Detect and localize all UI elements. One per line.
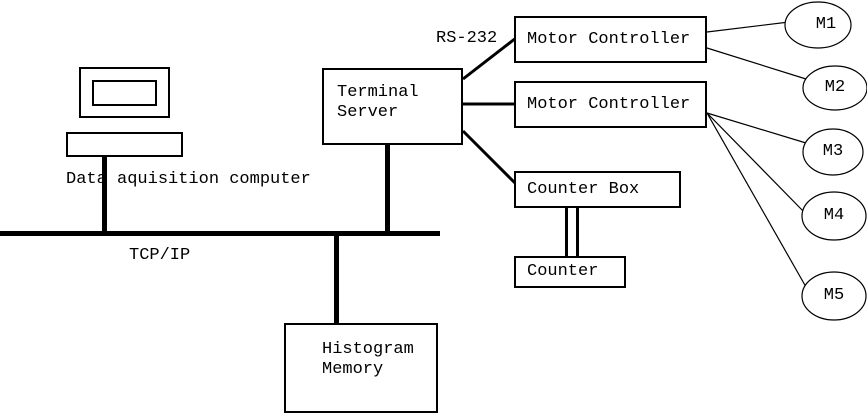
motor-controller-bottom-node: Motor Controller [514, 81, 707, 128]
motor-controller-top-node: Motor Controller [514, 16, 707, 63]
rs232-link-line [462, 36, 517, 81]
histogram-memory-node: Histogram Memory [284, 323, 438, 413]
mc2-to-m5-line [706, 112, 807, 288]
motor-m2-label: M2 [824, 78, 846, 97]
mc1-to-m1-line [706, 21, 790, 33]
terminal-server-node: Terminal Server [322, 68, 463, 145]
motor-m3-label: M3 [822, 142, 844, 161]
mc2-to-m4-line [706, 112, 806, 214]
tcpip-label: TCP/IP [129, 246, 191, 265]
computer-caption: Data aquisition computer [66, 170, 311, 189]
computer-screen-icon [92, 80, 157, 106]
counter-box-node: Counter Box [514, 171, 681, 208]
mc1-to-m2-line [706, 47, 807, 80]
motor-m3-ellipse [802, 128, 864, 176]
mc2-to-m3-line [706, 112, 807, 144]
motor-m1-ellipse [784, 1, 852, 49]
motor-m5-ellipse [801, 271, 867, 321]
motor-m4-label: M4 [823, 206, 845, 225]
motor-m2-ellipse [802, 65, 867, 111]
motor-m4-ellipse [801, 191, 867, 241]
counter-node: Counter [514, 256, 626, 288]
rs232-label: RS-232 [436, 29, 498, 48]
terminal-to-counterbox-line [461, 129, 518, 186]
motor-m5-label: M5 [823, 286, 845, 305]
motor-m1-label: M1 [815, 15, 837, 34]
computer-keyboard-icon [66, 132, 183, 157]
